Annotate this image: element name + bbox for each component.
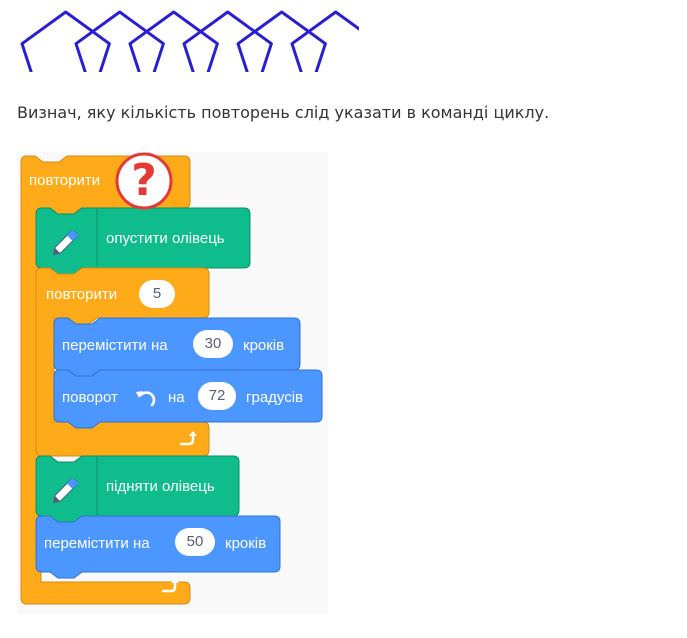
pentagon-1 [20,10,111,72]
rotate-left-icon [136,391,156,407]
pen-icon [52,229,79,256]
pentagon-5 [236,10,327,72]
outer-repeat-count[interactable]: ? [131,155,157,206]
move1-steps-input[interactable]: 30 [193,330,233,358]
move-block-50[interactable] [35,515,281,579]
move1-unit: кроків [243,337,285,354]
pentagon-3 [128,10,219,72]
turn-unit: градусів [246,389,304,406]
turn-label: поворот [62,389,118,406]
loop-arrow-icon [179,431,197,446]
pentagon-4 [182,10,273,72]
turn-on-label: на [168,389,185,406]
block-shapes [20,152,323,605]
inner-repeat-label: повторити [46,286,118,303]
move2-label: перемістити на [44,535,150,552]
pen-icon [52,477,79,504]
repeat-count-question-icon[interactable] [115,152,173,210]
outer-repeat-label: повторити [29,172,101,189]
pentagon-row [20,10,359,72]
question-text: Визнач, яку кількість повторень слід ука… [17,103,550,122]
move2-steps-input[interactable]: 50 [175,528,215,556]
pen-up-label: підняти олівець [106,478,215,495]
loop-arrow-icon [161,578,179,593]
pentagon-2 [74,10,165,72]
pen-down-label: опустити олівець [106,230,225,247]
turn-block-72[interactable] [53,369,323,429]
inner-repeat-count-input[interactable]: 5 [139,280,175,308]
move2-unit: кроків [225,535,267,552]
move1-label: перемістити на [62,337,168,354]
code-workspace: повторити ? опустити олівець повторити 5… [17,152,328,614]
turn-degrees-input[interactable]: 72 [198,382,236,410]
pentagon-6 [290,10,359,72]
